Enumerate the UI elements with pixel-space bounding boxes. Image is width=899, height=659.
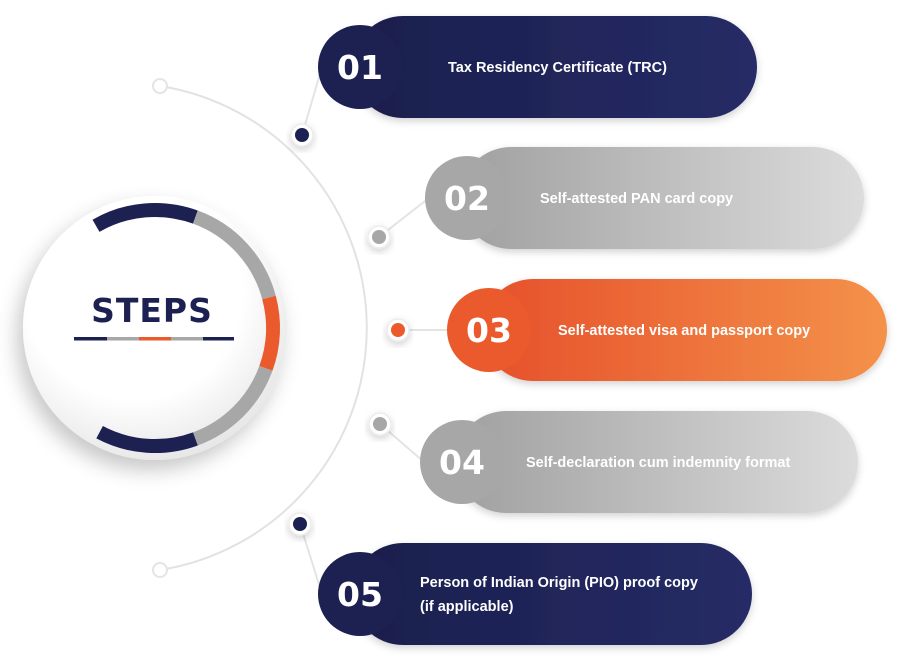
arc-dot (373, 417, 387, 431)
arc-dot (372, 230, 386, 244)
arc-end-knob (152, 562, 168, 578)
step-04: 04 Self-declaration cum indemnity format (368, 411, 858, 513)
step-number-badge (425, 156, 509, 240)
segmented-ring (92, 202, 280, 453)
connector-arc-line (159, 85, 368, 571)
ring-segment-gray-upper (192, 210, 276, 300)
ring-segment-gray-lower (192, 365, 273, 446)
title-underline (74, 337, 234, 341)
step-05: 05 Person of Indian Origin (PIO) proof co… (288, 512, 752, 645)
step-pill (460, 147, 864, 249)
step-number-badge (447, 288, 531, 372)
step-01: 01 Tax Residency Certificate (TRC) (290, 16, 757, 147)
step-03: 03 Self-attested visa and passport copy (386, 279, 887, 381)
underline-segment (139, 337, 171, 341)
ring-segment-orange (259, 295, 280, 371)
step-number: 01 (337, 48, 383, 87)
step-label: Tax Residency Certificate (TRC) (448, 60, 667, 76)
underline-segment (74, 337, 107, 341)
step-number-badge (318, 552, 402, 636)
step-02: 02 Self-attested PAN card copy (367, 147, 864, 249)
step-number-badge (318, 25, 402, 109)
step-pill (352, 543, 752, 645)
underline-segment (107, 337, 139, 341)
arc-dot (293, 517, 307, 531)
step-label: Self-attested PAN card copy (540, 191, 733, 207)
step-pill (482, 279, 887, 381)
connector-arc (152, 78, 368, 578)
step-connector (299, 523, 323, 595)
step-label: Self-declaration cum indemnity format (526, 455, 790, 471)
step-label: Person of Indian Origin (PIO) proof copy (420, 575, 698, 591)
step-number: 02 (444, 179, 490, 218)
underline-segment (171, 337, 203, 341)
step-pill (455, 411, 858, 513)
arc-end-knob (152, 78, 168, 94)
ring-segment-navy-bottom (96, 425, 198, 453)
step-number: 03 (466, 311, 512, 350)
step-number-badge (420, 420, 504, 504)
steps-title: STEPS (91, 291, 213, 330)
ring-segment-navy-top (92, 202, 198, 232)
step-label: Self-attested visa and passport copy (558, 323, 810, 339)
step-pill (352, 16, 757, 118)
underline-segment (203, 337, 234, 341)
arc-dot (391, 323, 405, 337)
step-label: (if applicable) (420, 599, 514, 615)
step-number: 04 (439, 443, 485, 482)
step-connector (301, 66, 323, 136)
step-number: 05 (337, 575, 383, 614)
arc-dot (295, 128, 309, 142)
steps-disc: STEPS (23, 196, 287, 460)
